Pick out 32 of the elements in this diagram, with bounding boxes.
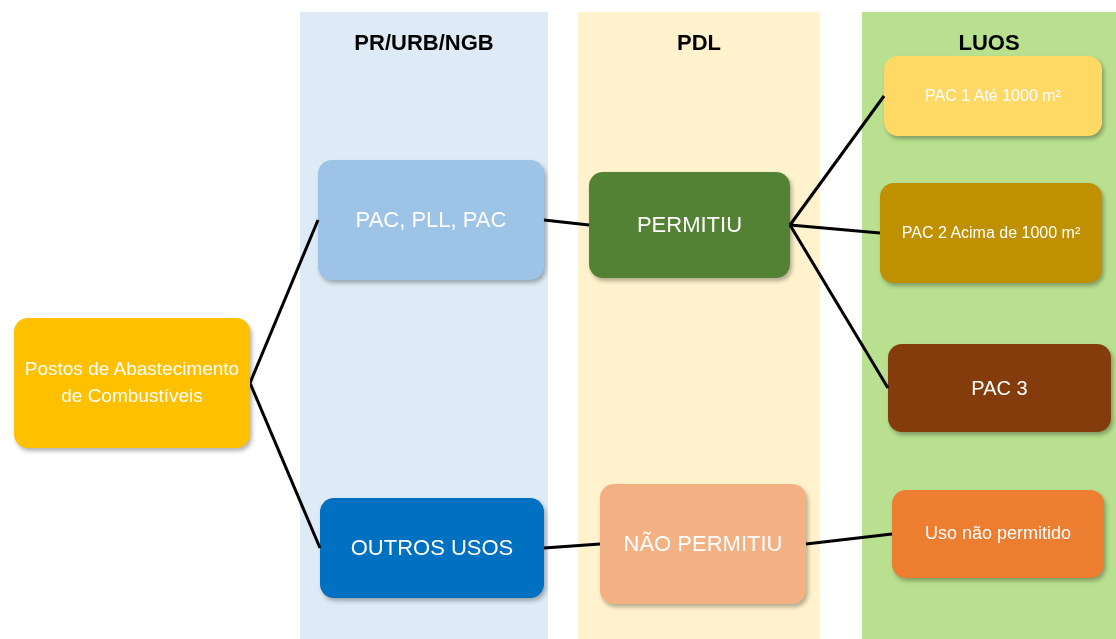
connector-line — [543, 542, 601, 550]
connector-line — [805, 532, 893, 546]
rounded-box — [600, 484, 806, 604]
column-heading: PR/URB/NGB — [353, 30, 495, 56]
column-heading: LUOS — [957, 30, 1021, 56]
box-label: PERMITIU — [636, 210, 743, 239]
connector-line — [788, 224, 890, 389]
box-label: PAC 3 — [971, 376, 1028, 401]
column-band — [578, 12, 820, 639]
rounded-box — [589, 172, 790, 278]
column-heading: PDL — [676, 30, 722, 56]
rounded-box — [892, 490, 1104, 578]
column-band — [300, 12, 548, 639]
rounded-box — [318, 160, 544, 280]
rounded-box — [320, 498, 544, 598]
box-label: OUTROS USOS — [350, 533, 514, 562]
box-label: NÃO PERMITIU — [623, 529, 783, 558]
box-label: Uso não permitido — [924, 522, 1072, 546]
column-band — [862, 12, 1116, 639]
box-label: PAC, PLL, PAC — [355, 205, 507, 234]
connector-line — [543, 218, 590, 227]
box-label: Postos de Abastecimento de Combustíveis — [23, 357, 241, 408]
rounded-box — [14, 318, 250, 448]
rounded-box — [884, 56, 1102, 136]
rounded-box — [888, 344, 1111, 432]
connector-line — [788, 95, 886, 226]
box-label: PAC 2 Acima de 1000 m² — [901, 222, 1081, 243]
box-label: PAC 1 Até 1000 m² — [925, 85, 1061, 106]
connector-line — [789, 223, 881, 235]
rounded-box — [880, 183, 1102, 283]
connector-line — [248, 219, 320, 384]
connector-line — [248, 382, 322, 549]
